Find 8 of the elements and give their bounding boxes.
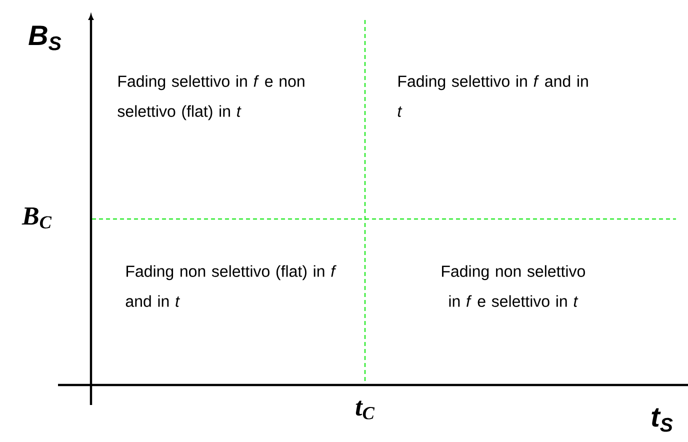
region-text: Fading selettivo in f and in t	[398, 75, 588, 117]
axis-label: t$_{C}$	[356, 400, 375, 420]
region-text: Fading non selettivo (flat) in f and in t	[126, 265, 336, 307]
region-text: Fading selettivo in f e non selettivo (flat) in t	[118, 75, 304, 120]
axis-label: B$_{S}$	[28, 26, 62, 50]
axis-label: B$_{C}$	[22, 208, 52, 228]
axis-label: t$_{S}$	[652, 408, 673, 432]
region-text: Fading non selettivo in f e selettivo in t	[442, 265, 585, 307]
